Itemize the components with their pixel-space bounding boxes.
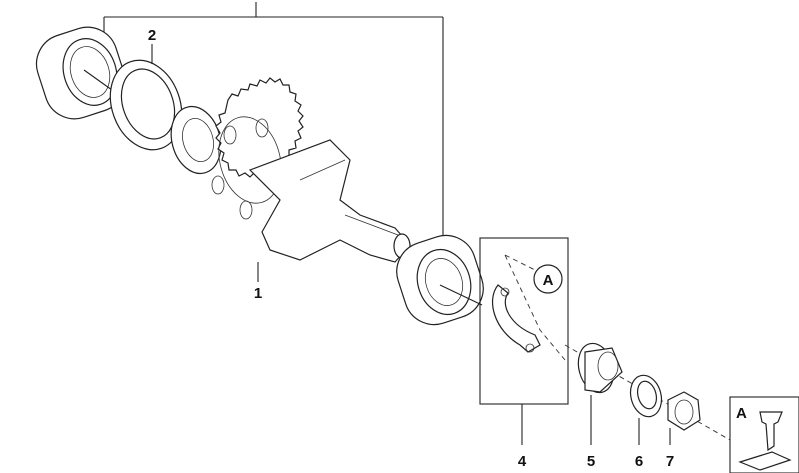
washer bbox=[629, 374, 663, 445]
detail-a-callout: A bbox=[533, 264, 563, 294]
legend-a-box: A bbox=[729, 396, 799, 473]
bushing bbox=[577, 342, 623, 445]
part-label-4: 4 bbox=[518, 453, 527, 470]
detail-a-letter: A bbox=[543, 272, 554, 289]
part-label-1: 1 bbox=[254, 285, 262, 302]
detail-box bbox=[479, 237, 569, 445]
bolt-icon bbox=[759, 411, 783, 452]
shape-icon bbox=[738, 451, 792, 471]
crankshaft-assembly bbox=[170, 77, 411, 263]
group-bracket bbox=[103, 2, 444, 236]
part-label-7: 7 bbox=[666, 453, 674, 470]
part-label-6: 6 bbox=[635, 453, 643, 470]
part-label-5: 5 bbox=[587, 453, 595, 470]
bearing-left bbox=[35, 26, 127, 120]
legend-a-letter: A bbox=[736, 405, 747, 422]
nut bbox=[667, 391, 701, 445]
part-label-2: 2 bbox=[148, 27, 156, 44]
seal-ring bbox=[109, 59, 183, 151]
bearing-right bbox=[396, 234, 484, 326]
